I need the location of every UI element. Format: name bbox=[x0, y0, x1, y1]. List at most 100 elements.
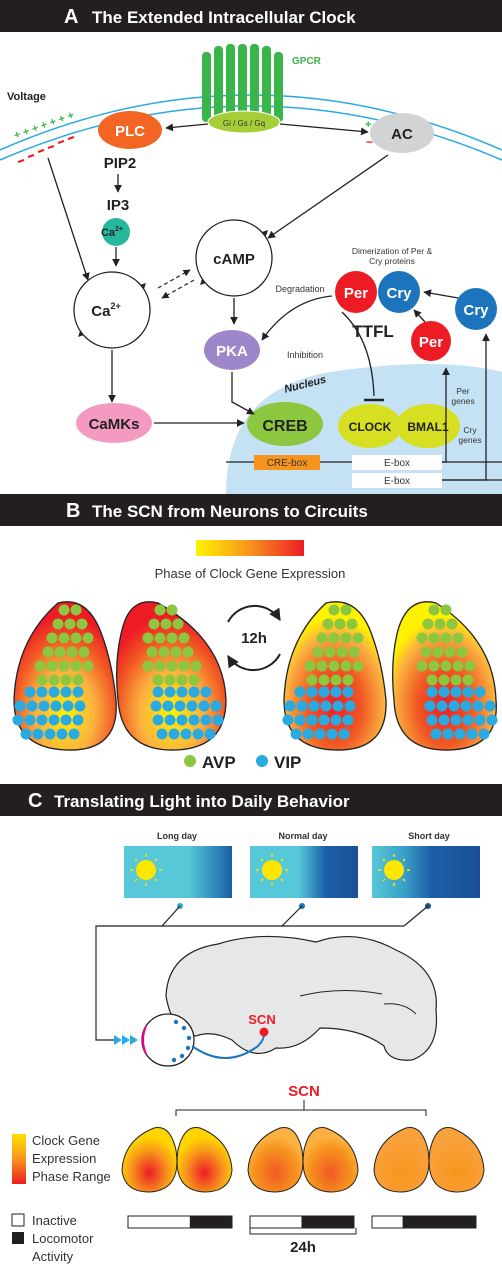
normal-day-sun-rays bbox=[256, 854, 288, 886]
avp-neuron bbox=[328, 632, 340, 644]
legend-line1: Clock Gene bbox=[32, 1133, 100, 1148]
vip-neuron bbox=[62, 700, 74, 712]
camp-cycle-node bbox=[195, 219, 273, 297]
arrow-voltage-ca bbox=[47, 157, 90, 281]
vip-neuron bbox=[162, 700, 174, 712]
vip-neuron bbox=[44, 728, 56, 740]
panel-b-title: The SCN from Neurons to Circuits bbox=[92, 502, 368, 521]
brain-fold-line bbox=[299, 989, 383, 997]
vip-neuron bbox=[50, 700, 62, 712]
vip-neuron bbox=[436, 700, 448, 712]
vip-neuron bbox=[448, 700, 460, 712]
vip-neuron bbox=[318, 686, 330, 698]
light-path-line bbox=[95, 905, 181, 1041]
avp-neuron bbox=[178, 660, 190, 672]
vip-neuron bbox=[462, 686, 474, 698]
retinohypothalamic-tract bbox=[191, 1033, 265, 1059]
activity-bars bbox=[127, 1215, 477, 1229]
vip-neuron bbox=[462, 714, 474, 726]
creb-label: CREB bbox=[262, 418, 307, 435]
avp-legend-dot bbox=[184, 755, 196, 767]
bmal1-label: BMAL1 bbox=[407, 420, 449, 434]
panel-c-letter: C bbox=[28, 790, 42, 812]
inhibition-line bbox=[341, 311, 375, 397]
creb-node bbox=[247, 402, 323, 446]
vip-neuron bbox=[290, 728, 302, 740]
vip-neuron bbox=[36, 714, 48, 726]
scn-long-lobe-1 bbox=[121, 1126, 178, 1193]
avp-neuron bbox=[422, 618, 434, 630]
avp-neuron bbox=[334, 618, 346, 630]
avp-neuron bbox=[166, 604, 178, 616]
avp-neuron bbox=[76, 618, 88, 630]
vip-legend-dot bbox=[256, 755, 268, 767]
ip3-label: IP3 bbox=[107, 197, 130, 214]
locomotor-legend-swatch bbox=[12, 1232, 24, 1244]
eye-icon bbox=[141, 1013, 195, 1067]
avp-neuron bbox=[440, 632, 452, 644]
inhibition-label: Inhibition bbox=[287, 350, 323, 360]
avp-neuron bbox=[34, 660, 46, 672]
short-day-sun-icon bbox=[384, 860, 404, 880]
arrow-degradation bbox=[261, 295, 333, 341]
dashed-ca-to-camp bbox=[157, 269, 191, 289]
scn-bracket-line bbox=[175, 1109, 427, 1116]
vip-neuron bbox=[474, 686, 486, 698]
vip-neuron bbox=[466, 728, 478, 740]
twelve-h-cycle-arc-top bbox=[227, 604, 281, 623]
panel-c-title: Translating Light into Daily Behavior bbox=[54, 792, 350, 811]
g-protein-label: Gi / Gs / Gq bbox=[223, 119, 265, 128]
vip-neuron bbox=[60, 686, 72, 698]
avp-neuron bbox=[328, 660, 340, 672]
voltage-label: Voltage bbox=[7, 91, 46, 103]
avp-neuron bbox=[52, 618, 64, 630]
pka-label: PKA bbox=[216, 343, 248, 360]
panel-a: A The Extended Intracellular Clock GPCR … bbox=[0, 0, 502, 494]
vip-neuron bbox=[200, 686, 212, 698]
vip-legend-label: VIP bbox=[274, 753, 301, 772]
vip-neuron bbox=[438, 714, 450, 726]
arrow-cry-to-dimer bbox=[423, 289, 459, 299]
camp-cycle-arrowhead-bottom bbox=[200, 279, 206, 285]
vip-neuron bbox=[284, 700, 296, 712]
vip-neuron bbox=[186, 700, 198, 712]
clock-node bbox=[338, 404, 402, 448]
vip-neuron bbox=[302, 728, 314, 740]
vip-neuron bbox=[198, 700, 210, 712]
avp-neuron bbox=[152, 674, 164, 686]
vip-neuron bbox=[308, 700, 320, 712]
vip-neuron bbox=[314, 728, 326, 740]
avp-neuron bbox=[452, 660, 464, 672]
vip-neuron bbox=[14, 700, 26, 712]
avp-neuron bbox=[158, 646, 170, 658]
locomotor-legend-line2: Activity bbox=[32, 1249, 74, 1264]
vip-neuron bbox=[426, 686, 438, 698]
arrow-gprotein-plc bbox=[165, 123, 209, 132]
voltage-minus-signs bbox=[17, 136, 75, 163]
avp-neuron bbox=[146, 646, 158, 658]
avp-neuron bbox=[450, 674, 462, 686]
avp-neuron bbox=[42, 646, 54, 658]
ac-node bbox=[370, 113, 434, 153]
avp-neuron bbox=[48, 674, 60, 686]
camks-node bbox=[76, 403, 152, 443]
plc-node bbox=[98, 111, 162, 149]
inactive-legend-label: Inactive bbox=[32, 1213, 77, 1228]
avp-neuron bbox=[428, 604, 440, 616]
scn-long-lobe-2 bbox=[176, 1126, 233, 1193]
vip-neuron bbox=[74, 700, 86, 712]
avp-neuron bbox=[58, 660, 70, 672]
vip-neuron bbox=[330, 686, 342, 698]
avp-neuron bbox=[428, 660, 440, 672]
cry-protein-label: Cry bbox=[463, 302, 489, 319]
dashed-camp-to-ca bbox=[161, 279, 195, 299]
ca-small-node bbox=[102, 218, 130, 246]
vip-neuron bbox=[56, 728, 68, 740]
vip-neuron bbox=[344, 700, 356, 712]
avp-neuron bbox=[154, 604, 166, 616]
ca-cycle-arrowhead-top bbox=[140, 283, 146, 289]
vip-neuron bbox=[204, 728, 216, 740]
hours-label: 24h bbox=[290, 1239, 316, 1256]
vip-neuron bbox=[454, 728, 466, 740]
short-day-active-segment bbox=[402, 1215, 477, 1229]
